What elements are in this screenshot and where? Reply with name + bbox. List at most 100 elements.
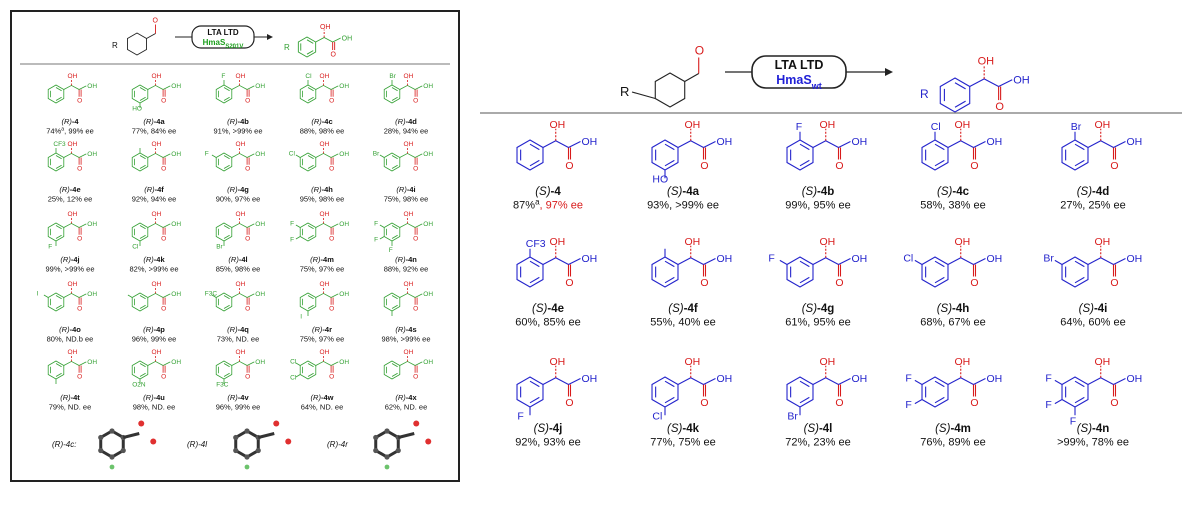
acid-oh-label: OH: [87, 83, 97, 90]
bond: [1087, 257, 1101, 265]
r-group-label: R: [620, 84, 629, 99]
acid-oh-label: OH: [581, 253, 597, 265]
bond: [1113, 141, 1126, 148]
hydroxyl-label: OH: [320, 211, 330, 218]
compound-name-label: (R)-4j: [60, 255, 79, 264]
acid-oh-label: OH: [851, 373, 867, 385]
bond: [239, 85, 248, 90]
bond: [295, 362, 301, 366]
bond: [323, 153, 332, 158]
compound-name-label: (R)-4b: [227, 117, 249, 126]
yield-ee-label: 99%, 95% ee: [785, 200, 850, 212]
bond: [155, 85, 164, 90]
double-bond: [307, 87, 314, 92]
bond: [323, 85, 332, 90]
carbonyl-o-label: O: [835, 397, 843, 409]
acid-oh-label: OH: [339, 221, 349, 228]
double-bond: [55, 225, 62, 230]
product-r-label: R: [284, 43, 290, 52]
bond: [332, 37, 341, 43]
compound-name-label: (S)-4c: [937, 186, 970, 198]
compound-name-label: (S)-4l: [804, 423, 833, 435]
acid-oh-label: OH: [171, 291, 181, 298]
bond: [231, 361, 240, 366]
bond: [379, 236, 385, 240]
hydroxyl-label: OH: [236, 281, 246, 288]
yield-ee-label: 60%, 85% ee: [515, 317, 580, 329]
yield-ee-label: 93%, >99% ee: [647, 200, 719, 212]
substituent-label: I: [37, 291, 39, 298]
bond: [414, 361, 423, 366]
product-r-label: R: [920, 87, 929, 101]
acid-oh-label: OH: [255, 83, 265, 90]
compound-name-label: (R)-4r: [312, 325, 332, 334]
yield-ee-label: 64%, 60% ee: [1060, 317, 1125, 329]
double-bond: [55, 304, 62, 309]
double-bond: [55, 87, 62, 92]
bond: [147, 293, 156, 298]
acid-oh-label: OH: [1126, 136, 1142, 148]
bond: [568, 141, 581, 148]
bond: [960, 140, 974, 148]
yield-ee-label: 27%, 25% ee: [1060, 200, 1125, 212]
bond: [1054, 399, 1063, 405]
double-bond: [55, 234, 62, 239]
carbonyl-o-label: O: [161, 374, 166, 381]
compound-name-label: (R)-4o: [59, 325, 81, 334]
substituent-label: F: [1045, 399, 1051, 411]
substituent-label: Br: [1043, 252, 1054, 264]
yield-ee-label: 74%a, 99% ee: [46, 127, 94, 136]
yield-ee-label: 61%, 95% ee: [785, 317, 850, 329]
hydroxyl-label: OH: [684, 119, 700, 131]
bond: [71, 153, 80, 158]
bond: [812, 377, 826, 385]
bond: [162, 293, 171, 298]
double-bond: [139, 372, 146, 377]
double-bond: [529, 396, 540, 404]
double-bond: [1074, 396, 1085, 404]
substituent-label: F: [905, 372, 911, 384]
double-bond: [307, 225, 314, 230]
crystal-label: (R)-4r: [327, 440, 348, 449]
carbonyl-o-label: O: [77, 374, 82, 381]
bond: [127, 294, 133, 298]
double-bond: [529, 143, 540, 151]
bond: [78, 85, 87, 90]
bond: [973, 141, 986, 148]
yield-ee-label: 25%, 12% ee: [48, 195, 93, 204]
bond: [407, 361, 416, 366]
double-bond: [139, 363, 146, 368]
bond: [414, 223, 423, 228]
hydroxyl-label: OH: [404, 141, 414, 148]
aldehyde-ring: [127, 32, 147, 56]
oxygen-atom: [150, 438, 157, 445]
carbonyl-o-label: O: [835, 160, 843, 172]
double-bond: [307, 363, 314, 368]
yield-ee-label: 96%, 99% ee: [216, 403, 261, 412]
bond: [542, 377, 556, 385]
carbonyl-o-label: O: [161, 98, 166, 105]
compound-name-label: (S)-4g: [802, 303, 835, 315]
hydroxyl-label: OH: [236, 349, 246, 356]
acid-oh-label: OH: [339, 83, 349, 90]
bond: [147, 153, 156, 158]
acid-oh-label: OH: [581, 136, 597, 148]
bond: [295, 154, 301, 158]
hydroxyl-label: OH: [819, 236, 835, 248]
substituent-label: F: [374, 237, 378, 244]
crystal-structure-0: (R)-4c:: [52, 420, 157, 470]
yield-ee-label: 80%, ND.b ee: [47, 335, 94, 344]
yield-ee-label: 72%, 23% ee: [785, 437, 850, 449]
bond: [407, 153, 416, 158]
bond: [155, 361, 164, 366]
acid-oh-label: OH: [986, 253, 1002, 265]
acid-oh-label: OH: [171, 151, 181, 158]
